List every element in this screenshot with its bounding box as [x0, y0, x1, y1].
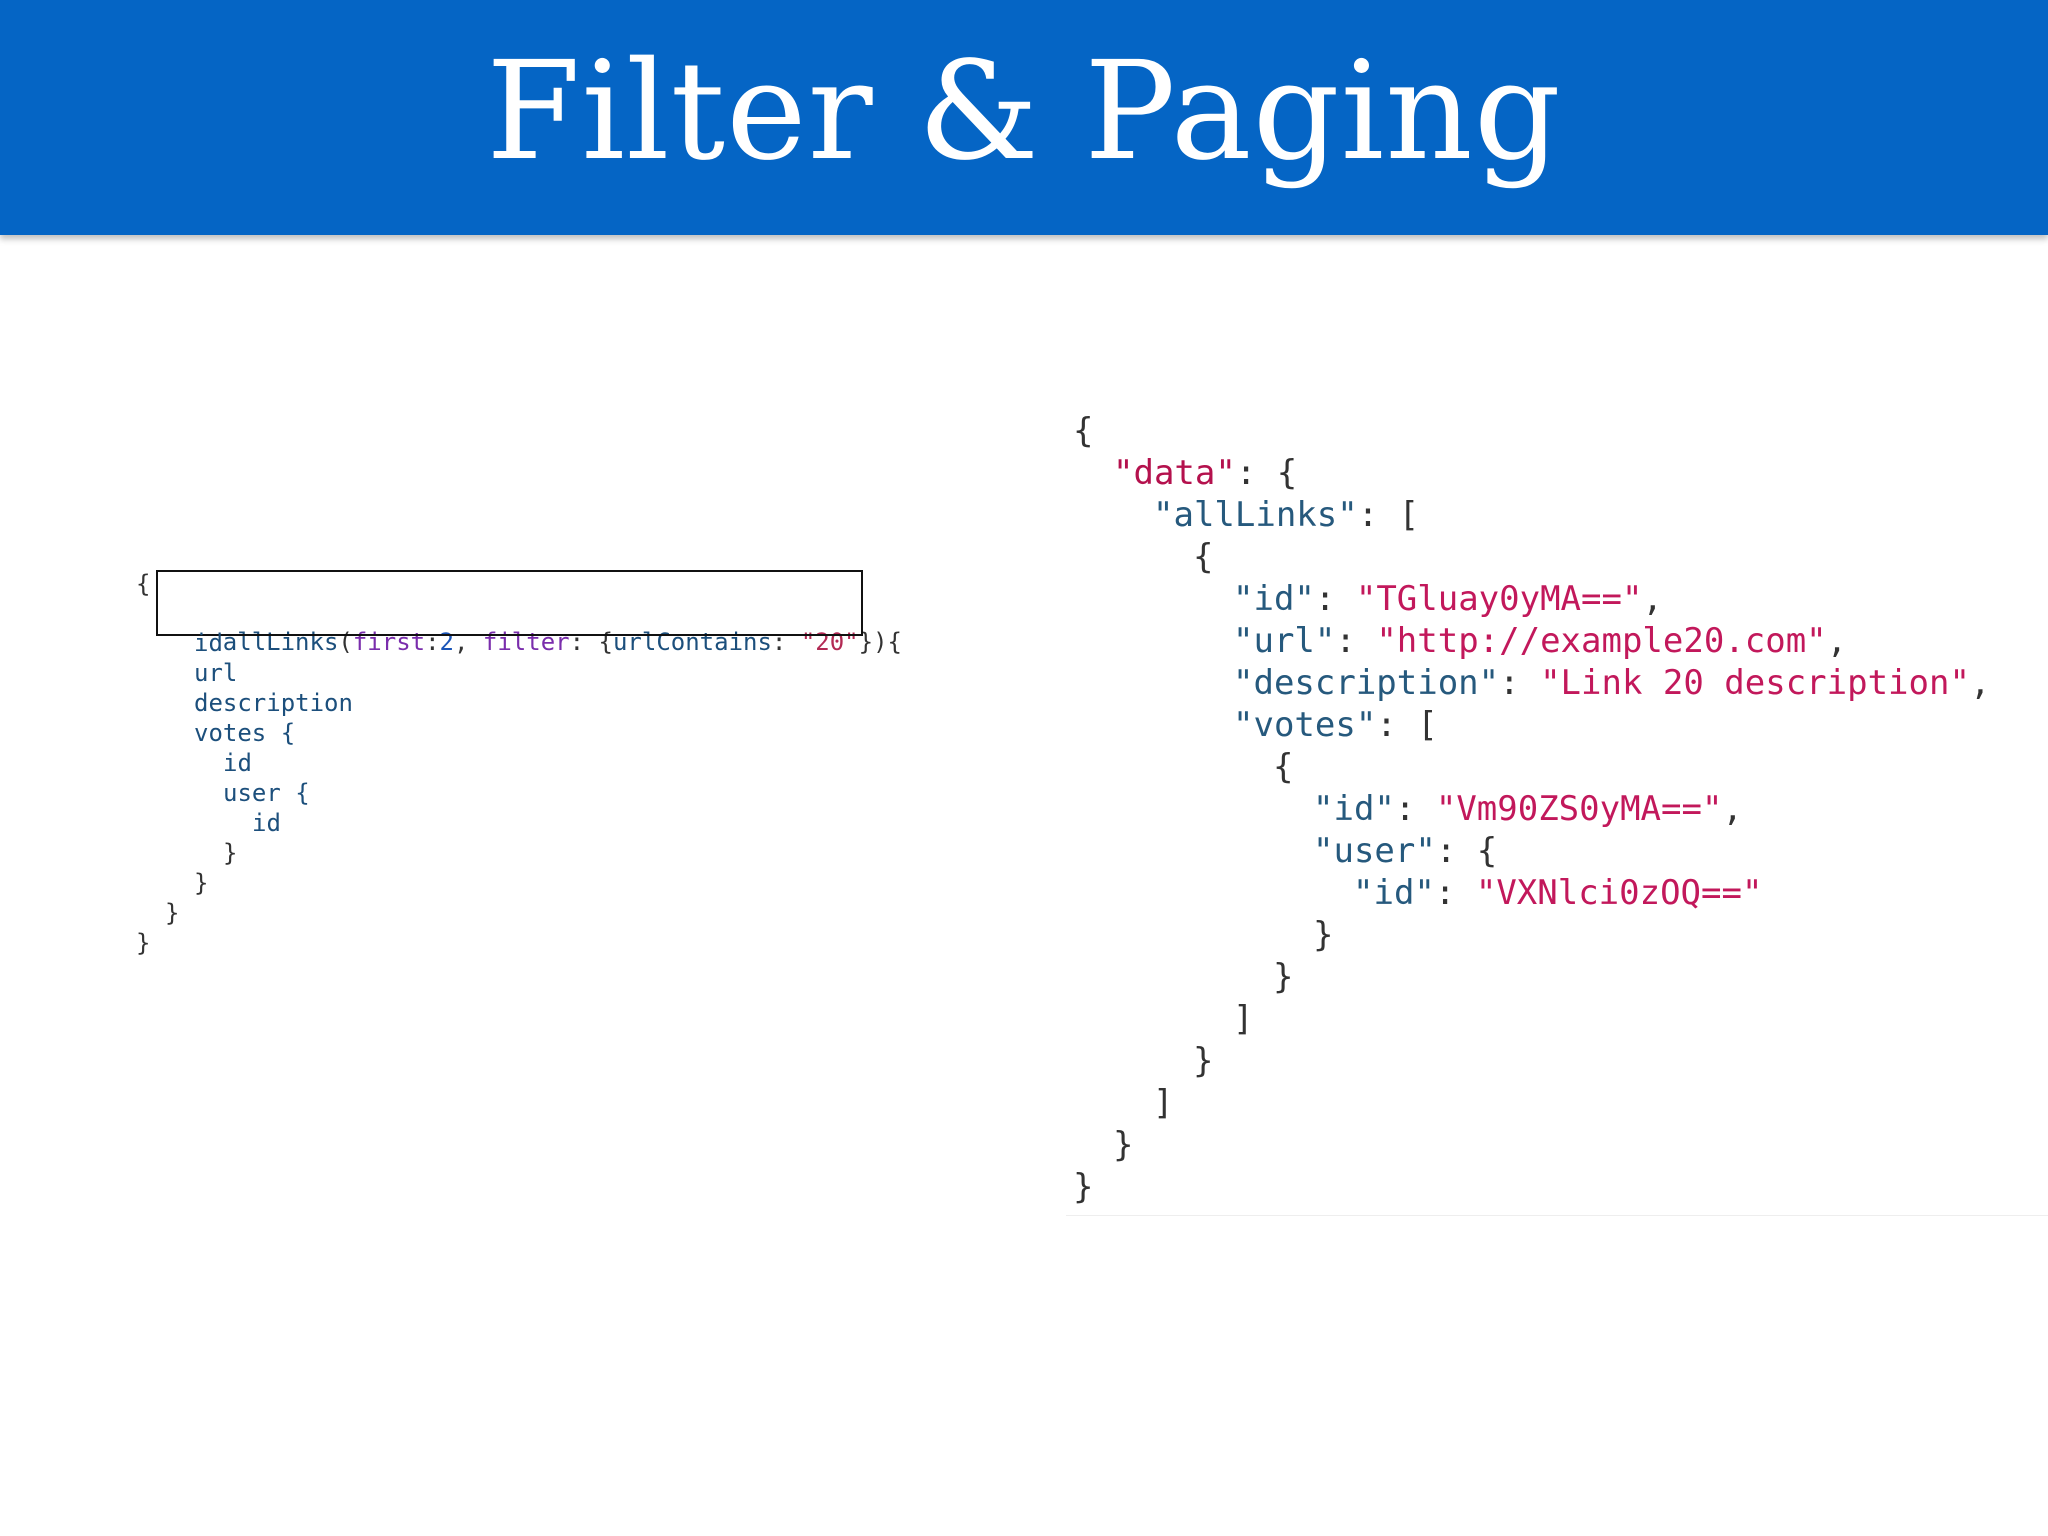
response-vote-id-comma: ,: [1722, 789, 1743, 829]
response-url-line: "url": "http://example20.com",: [1233, 620, 1847, 662]
response-vote-id-value: "Vm90ZS0yMA==": [1435, 789, 1723, 829]
response-data-close: }: [1113, 1125, 1134, 1165]
response-description-comma: ,: [1969, 663, 1991, 703]
response-user-id-value: "VXNlci0zOQ==": [1475, 873, 1763, 913]
json-response-panel: { "data": { "allLinks": [ { "id": "TGlua…: [1066, 405, 2048, 1216]
response-url-value: "http://example20.com": [1376, 621, 1827, 661]
response-vote-id-sep: :: [1394, 789, 1436, 829]
response-user-id-sep: :: [1434, 873, 1476, 913]
response-id-key: "id": [1233, 579, 1315, 619]
response-description-key: "description": [1233, 663, 1500, 703]
query-field-votes-id: id: [223, 749, 252, 777]
response-id-value: "TGluay0yMA==": [1355, 579, 1643, 619]
response-url-comma: ,: [1826, 621, 1848, 661]
response-open: {: [1073, 411, 1094, 451]
response-vote-id-line: "id": "Vm90ZS0yMA==",: [1313, 788, 1743, 830]
query-close-user: }: [223, 839, 238, 867]
response-all-links-close: ]: [1153, 1083, 1174, 1123]
slide-title: Filter & Paging: [486, 33, 1562, 191]
response-user-id-line: "id": "VXNlci0zOQ==": [1353, 872, 1762, 914]
query-arg-url-contains: urlContains: [612, 628, 772, 656]
response-vote-id-key: "id": [1313, 789, 1395, 829]
query-close-votes: }: [194, 869, 209, 897]
response-votes-key: "votes": [1233, 705, 1377, 745]
query-field-votes: votes {: [194, 719, 296, 747]
query-all-links-line: allLinks(first:2, filter: {urlContains: …: [165, 597, 902, 687]
response-votes-line: "votes": [: [1233, 704, 1438, 746]
response-votes-tail: : [: [1376, 705, 1438, 745]
response-item-close: }: [1193, 1041, 1214, 1081]
response-url-key: "url": [1233, 621, 1336, 661]
query-arg-first: first: [352, 628, 426, 656]
query-arg-filter: filter: [482, 628, 570, 656]
response-description-sep: :: [1499, 663, 1541, 703]
response-data-tail: : {: [1235, 453, 1298, 493]
response-user-close: }: [1313, 915, 1334, 955]
response-vote-close: }: [1273, 957, 1294, 997]
response-item-open: {: [1193, 537, 1214, 577]
response-user-id-key: "id": [1353, 873, 1435, 913]
query-args-close: }){: [858, 628, 902, 656]
query-field-user: user {: [223, 779, 310, 807]
response-close: }: [1073, 1167, 1094, 1207]
query-field-user-id: id: [252, 809, 281, 837]
response-url-sep: :: [1335, 621, 1377, 661]
query-open-brace: {: [136, 570, 151, 598]
query-field-description: description: [194, 689, 353, 717]
query-field-url: url: [194, 659, 238, 687]
response-user-line: "user": {: [1313, 830, 1497, 872]
query-field-id: id: [194, 629, 223, 657]
response-vote-open: {: [1273, 747, 1294, 787]
response-description-line: "description": "Link 20 description",: [1233, 662, 1990, 704]
response-all-links-line: "allLinks": [: [1153, 494, 1419, 536]
response-votes-close: ]: [1233, 999, 1254, 1039]
query-close-all-links: }: [165, 899, 180, 927]
response-user-tail: : {: [1435, 831, 1498, 871]
graphql-query-panel: { allLinks(first:2, filter: {urlContains…: [0, 0, 902, 1000]
response-data-key: "data": [1113, 453, 1236, 493]
query-highlight-box: [156, 570, 863, 636]
response-id-comma: ,: [1642, 579, 1663, 619]
response-all-links-tail: : [: [1357, 495, 1420, 535]
query-arg-url-contains-value: "20": [800, 628, 859, 656]
response-user-key: "user": [1313, 831, 1436, 871]
response-data-line: "data": {: [1113, 452, 1297, 494]
slide-title-bar: [0, 0, 2048, 235]
query-field-all-links: allLinks: [222, 628, 339, 656]
response-id-line: "id": "TGluay0yMA==",: [1233, 578, 1663, 620]
response-description-value: "Link 20 description": [1540, 663, 1970, 703]
query-close-root: }: [136, 929, 151, 957]
response-id-sep: :: [1314, 579, 1356, 619]
response-all-links-key: "allLinks": [1153, 495, 1358, 535]
